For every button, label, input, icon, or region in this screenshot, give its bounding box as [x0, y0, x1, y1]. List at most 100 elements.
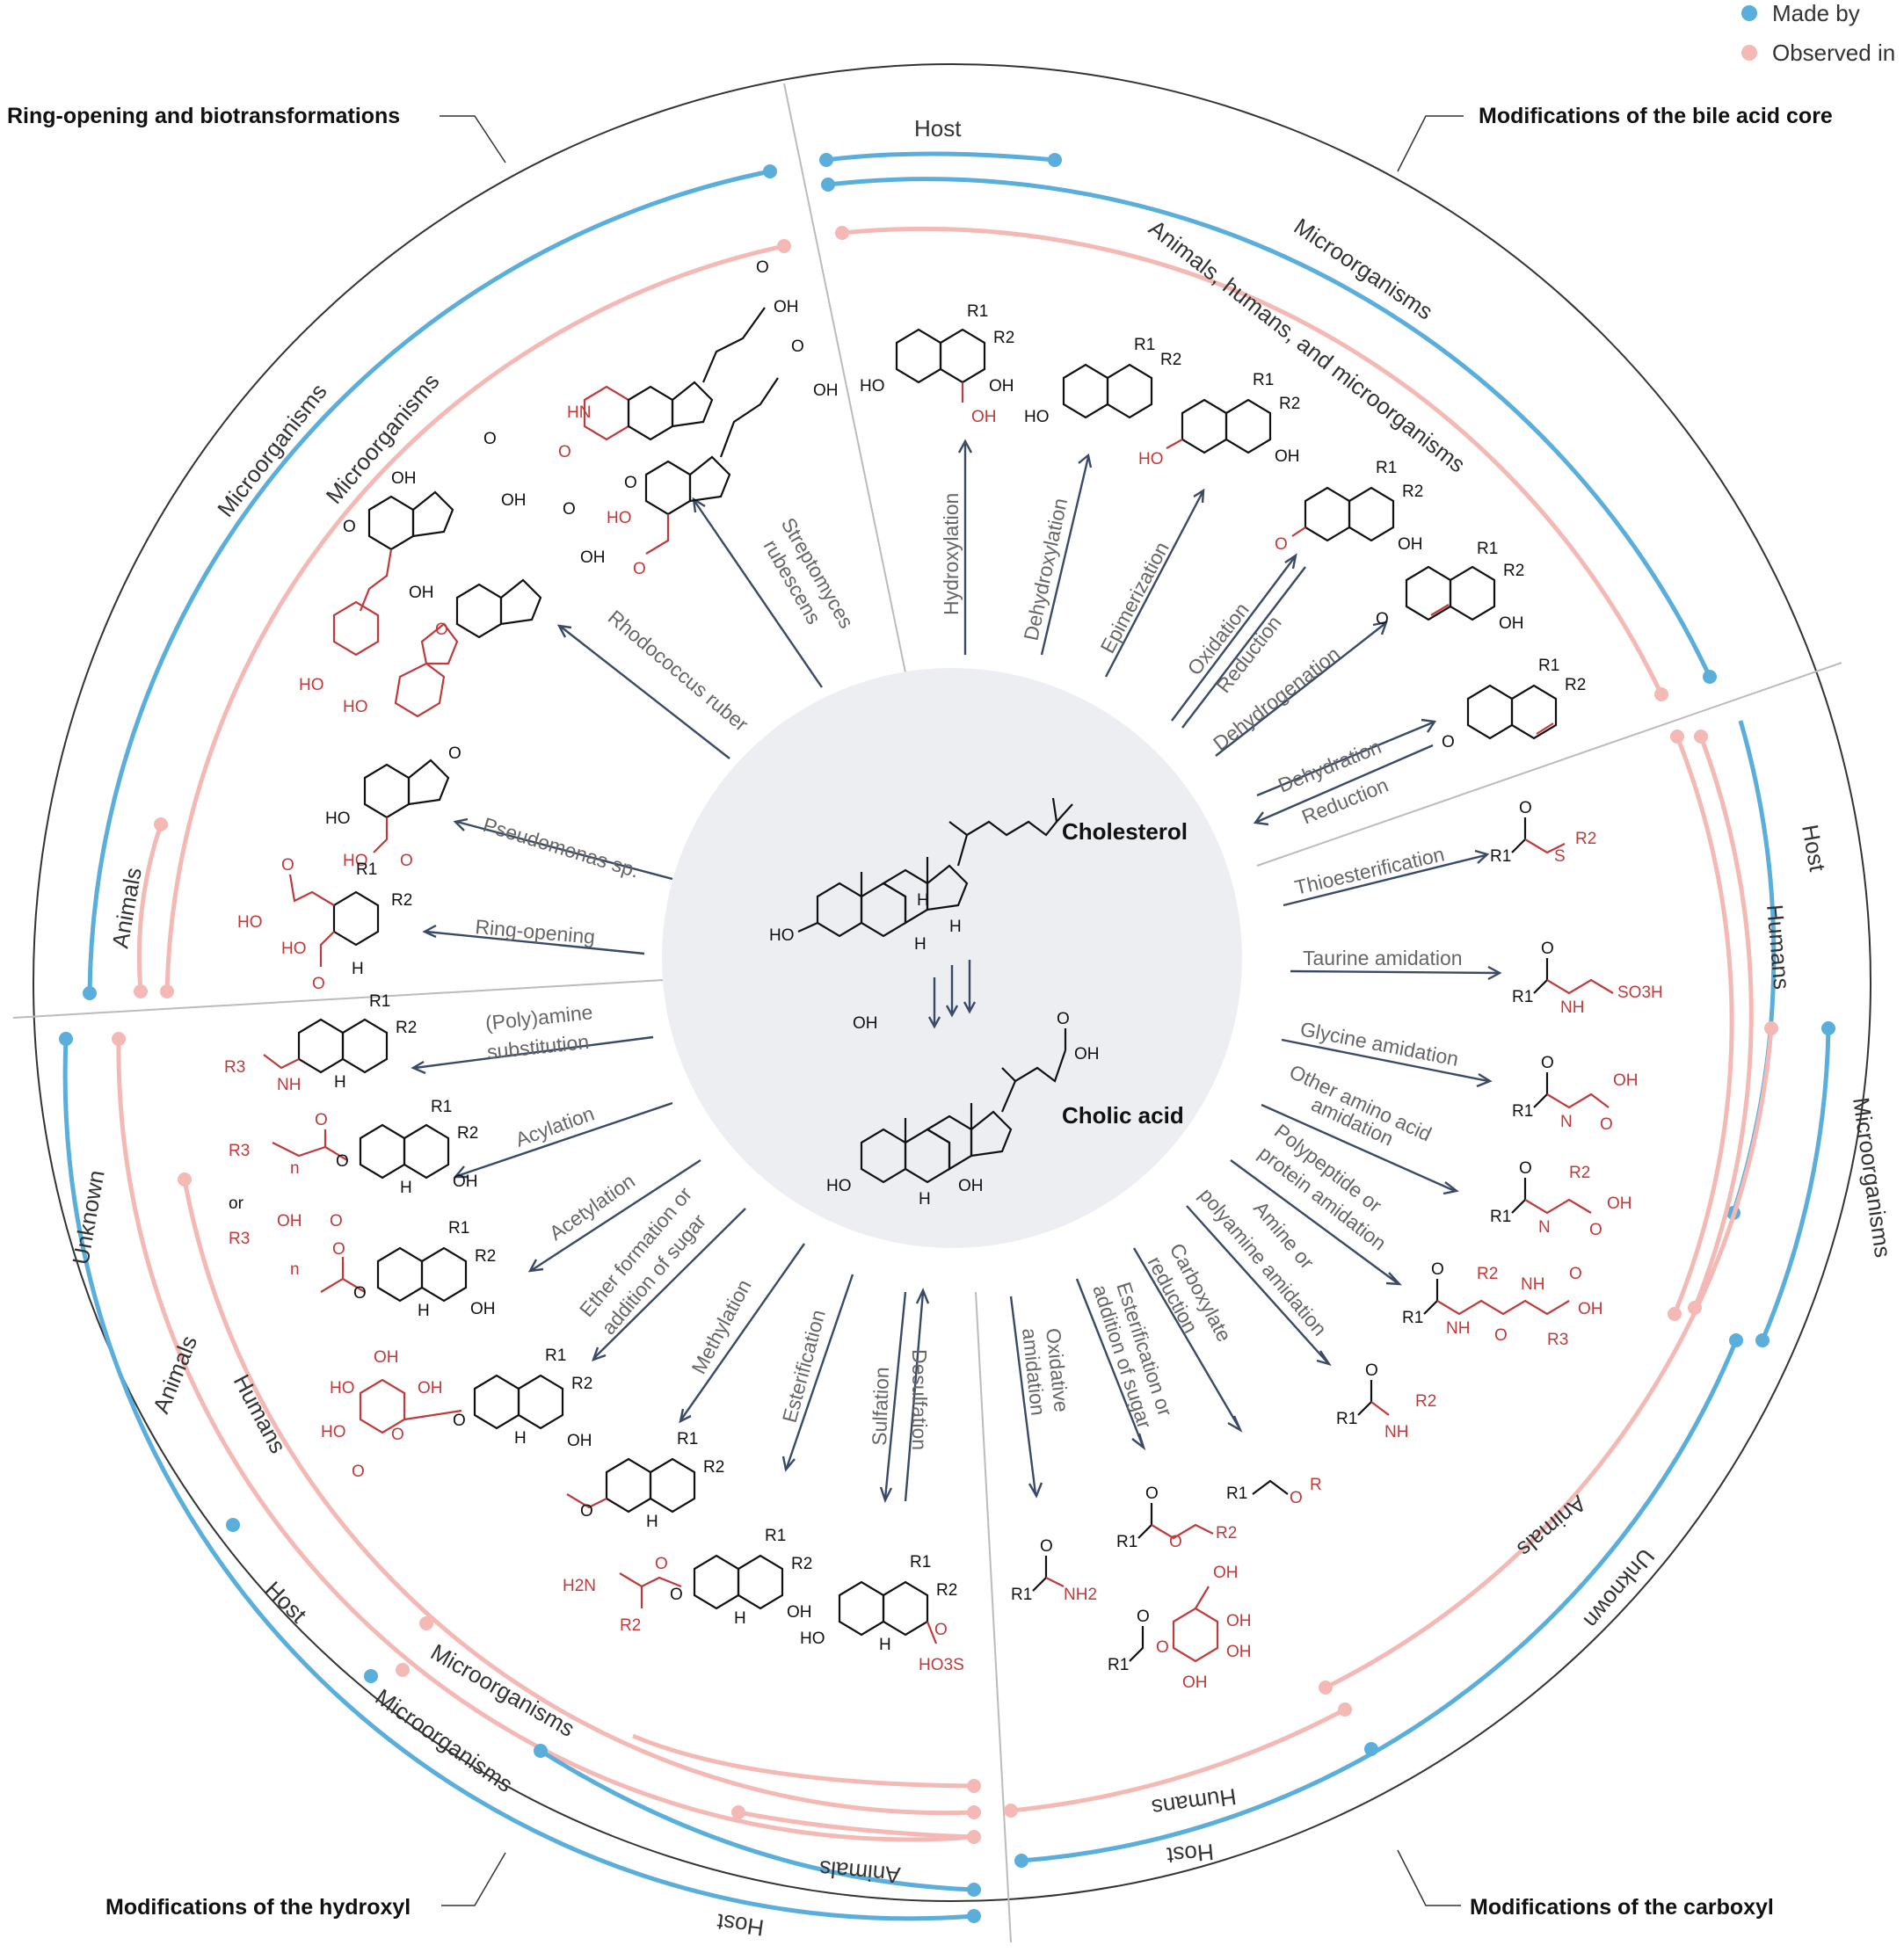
- structure-oxidation: O OH R1 R2: [1275, 459, 1423, 554]
- atom-label: R2: [703, 1458, 724, 1477]
- atom-label: O: [312, 975, 325, 993]
- atom-label: R1: [1011, 1586, 1032, 1604]
- atom-label: OH: [374, 1348, 399, 1367]
- title-bile-core: Modifications of the bile acid core: [1479, 104, 1833, 128]
- atom-label: R1: [1538, 657, 1559, 675]
- dot: [1319, 1681, 1333, 1695]
- dot: [821, 178, 835, 192]
- atom-label: O: [580, 1502, 593, 1521]
- atom-label: R1: [1336, 1410, 1357, 1428]
- structure-methylation: O R1 R2 H: [566, 1430, 724, 1531]
- atom-label: HO: [769, 926, 795, 945]
- label-cholesterol: Cholesterol: [1062, 818, 1188, 845]
- atom-label: O: [1057, 1010, 1070, 1028]
- atom-label: O: [1169, 1533, 1182, 1551]
- atom-label: OH: [813, 381, 839, 400]
- atom-label: SO3H: [1617, 984, 1663, 1002]
- atom-label: O: [1156, 1638, 1169, 1657]
- dot: [967, 1883, 981, 1897]
- rx-acetylation: Acetylation: [545, 1169, 639, 1245]
- atom-label: H: [879, 1636, 891, 1654]
- structure-carboxylate-red: R1 O R: [1226, 1476, 1322, 1507]
- reaction-arrows: [411, 439, 1502, 1504]
- rx-desulfation: Desulfation: [908, 1349, 931, 1450]
- atom-label: R2: [1415, 1392, 1436, 1411]
- arc-core-microorganisms: [827, 177, 1712, 679]
- structure-hydroxylation: HO OH OH R1 R2: [860, 302, 1014, 426]
- atom-label: N: [1560, 1113, 1573, 1131]
- atom-label: R1: [1512, 988, 1533, 1006]
- dot: [154, 817, 168, 831]
- atom-label: R3: [224, 1058, 245, 1077]
- atom-label: H: [914, 935, 927, 954]
- atom-label: or: [229, 1194, 244, 1213]
- arc-ring-micro-inner: [164, 243, 785, 992]
- structure-esterification: O O H2N R2 R1 R2 OH H: [563, 1527, 812, 1635]
- atom-label: HO: [800, 1630, 825, 1648]
- atom-label: R3: [1547, 1331, 1568, 1349]
- dot: [763, 164, 777, 178]
- atom-label: R1: [1402, 1309, 1423, 1327]
- arc-label-carb-micro: Microorganisms: [1848, 1096, 1896, 1259]
- atom-label: OH: [1578, 1300, 1603, 1318]
- dot: [1694, 730, 1708, 744]
- arc-carb-animals-a: [1672, 736, 1734, 1315]
- atom-label: R1: [356, 860, 377, 879]
- atom-label: O: [453, 1412, 466, 1430]
- atom-label: HO3S: [919, 1656, 964, 1674]
- title-ring-opening: Ring-opening and biotransformations: [7, 104, 400, 128]
- made-by-dot: [1741, 5, 1757, 21]
- atom-label: HO: [1024, 408, 1050, 426]
- atom-label: OH: [470, 1300, 496, 1318]
- atom-label: n: [290, 1159, 300, 1178]
- atom-label: O: [1431, 1260, 1444, 1279]
- atom-label: R2: [391, 891, 412, 910]
- leader-bottom-left: [441, 1852, 506, 1906]
- atom-label: R1: [448, 1219, 469, 1238]
- atom-label: R1: [431, 1098, 452, 1116]
- atom-label: O: [655, 1555, 668, 1573]
- atom-label: HO: [325, 809, 351, 828]
- dot: [226, 1518, 240, 1532]
- structure-polypeptide: R1 O NH R2 O NH R3 OH O: [1402, 1260, 1603, 1349]
- atom-label: H: [917, 891, 929, 910]
- atom-label: O: [352, 1463, 365, 1481]
- atom-label: R2: [571, 1375, 592, 1393]
- atom-label: R1: [1116, 1533, 1137, 1551]
- atom-label: R: [1310, 1476, 1322, 1494]
- atom-label: NH: [1560, 998, 1584, 1017]
- atom-label: O: [391, 1426, 404, 1444]
- arc-hyd-humans: [116, 1038, 975, 1842]
- atom-label: O: [670, 1586, 683, 1604]
- dot: [1364, 1742, 1378, 1756]
- divider-left: [12, 979, 665, 1019]
- rx-glycine: Glycine amidation: [1298, 1017, 1460, 1070]
- legend-observed-in: Observed in: [1772, 40, 1895, 66]
- atom-label: O: [281, 856, 294, 875]
- atom-label: OH: [1398, 535, 1423, 554]
- dot: [1048, 153, 1062, 167]
- arc-carb-animals: [1324, 1027, 1774, 1690]
- atom-label: O: [1589, 1221, 1602, 1239]
- atom-label: R1: [1108, 1656, 1129, 1674]
- dot: [419, 1616, 433, 1630]
- structure-polyamine: R3 NH R1 R2 H: [224, 992, 417, 1094]
- cholic-acid-structure: HO OH OH OH O H: [826, 1010, 1100, 1209]
- atom-label: O: [343, 518, 356, 536]
- structure-ester: R1 O O R2: [1116, 1485, 1237, 1551]
- structure-glucuronide-carboxyl: R1 O O OH OH OH OH: [1108, 1564, 1252, 1692]
- arc-label-carb-animals: Animals: [1512, 1490, 1591, 1562]
- atom-label: O: [934, 1621, 948, 1639]
- dot: [967, 1909, 981, 1923]
- dot: [1755, 1333, 1770, 1347]
- atom-label: R2: [993, 329, 1014, 347]
- atom-label: HN: [567, 403, 591, 422]
- atom-label: O: [435, 621, 448, 639]
- arc-hyd-micro-inner: [632, 1733, 975, 1789]
- rx-hydroxylation: Hydroxylation: [940, 493, 963, 615]
- arc-core-animals: [841, 226, 1664, 696]
- arc-ring-animals: [136, 824, 164, 992]
- atom-label: OH: [774, 298, 799, 316]
- structure-taurine: R1 O NH SO3H: [1512, 940, 1663, 1017]
- rx-rhodococcus: Rhodococcus ruber: [604, 606, 753, 736]
